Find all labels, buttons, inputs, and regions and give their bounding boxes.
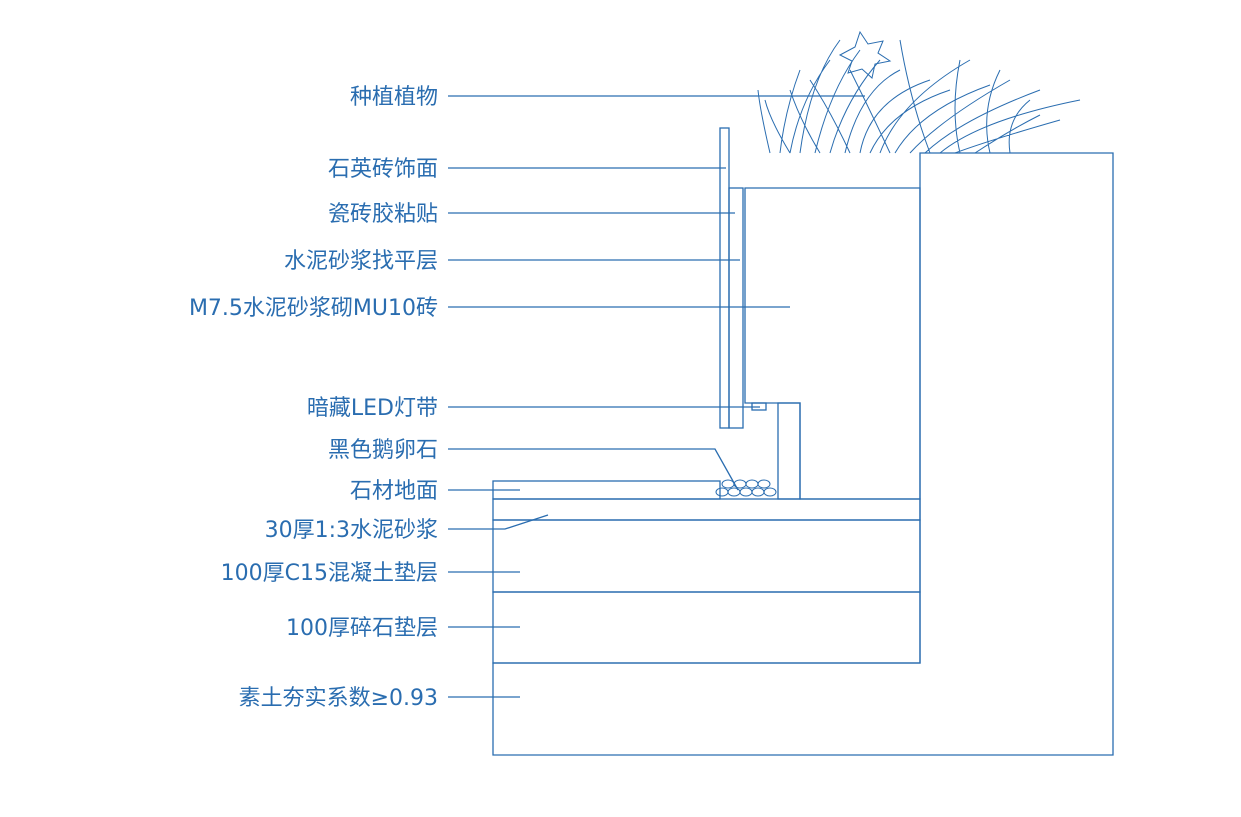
- mortar-layer: [492, 498, 921, 521]
- label-tile-adhesive: 瓷砖胶粘贴: [328, 202, 438, 227]
- label-plants: 种植植物: [350, 85, 438, 110]
- compacted-soil: [492, 152, 1114, 756]
- concrete-layer: [492, 519, 921, 593]
- label-leveling-mortar: 水泥砂浆找平层: [284, 249, 438, 274]
- brick-wall: [744, 187, 921, 500]
- label-cement-mortar: 30厚1:3水泥砂浆: [265, 518, 438, 543]
- label-stone-floor: 石材地面: [350, 479, 438, 504]
- callouts: 种植植物 石英砖饰面 瓷砖胶粘贴 水泥砂浆找平层 M7.5水泥砂浆砌MU10砖 …: [189, 85, 865, 711]
- label-gravel-cushion: 100厚碎石垫层: [286, 616, 438, 641]
- label-led-strip: 暗藏LED灯带: [307, 396, 438, 421]
- black-pebbles: [715, 479, 777, 497]
- quartz-tile-facing: [719, 127, 730, 429]
- label-quartz-facing: 石英砖饰面: [328, 157, 438, 182]
- stone-floor: [492, 480, 721, 500]
- lower-facing: [777, 402, 801, 500]
- tile-adhesive: [728, 187, 744, 429]
- label-compacted-soil: 素土夯实系数≥0.93: [239, 686, 438, 711]
- label-black-pebbles: 黑色鹅卵石: [328, 438, 438, 463]
- label-brick-masonry: M7.5水泥砂浆砌MU10砖: [189, 296, 438, 321]
- label-concrete-cushion: 100厚C15混凝土垫层: [221, 561, 438, 586]
- gravel-layer: [492, 591, 921, 664]
- planting-grass: [757, 30, 1081, 154]
